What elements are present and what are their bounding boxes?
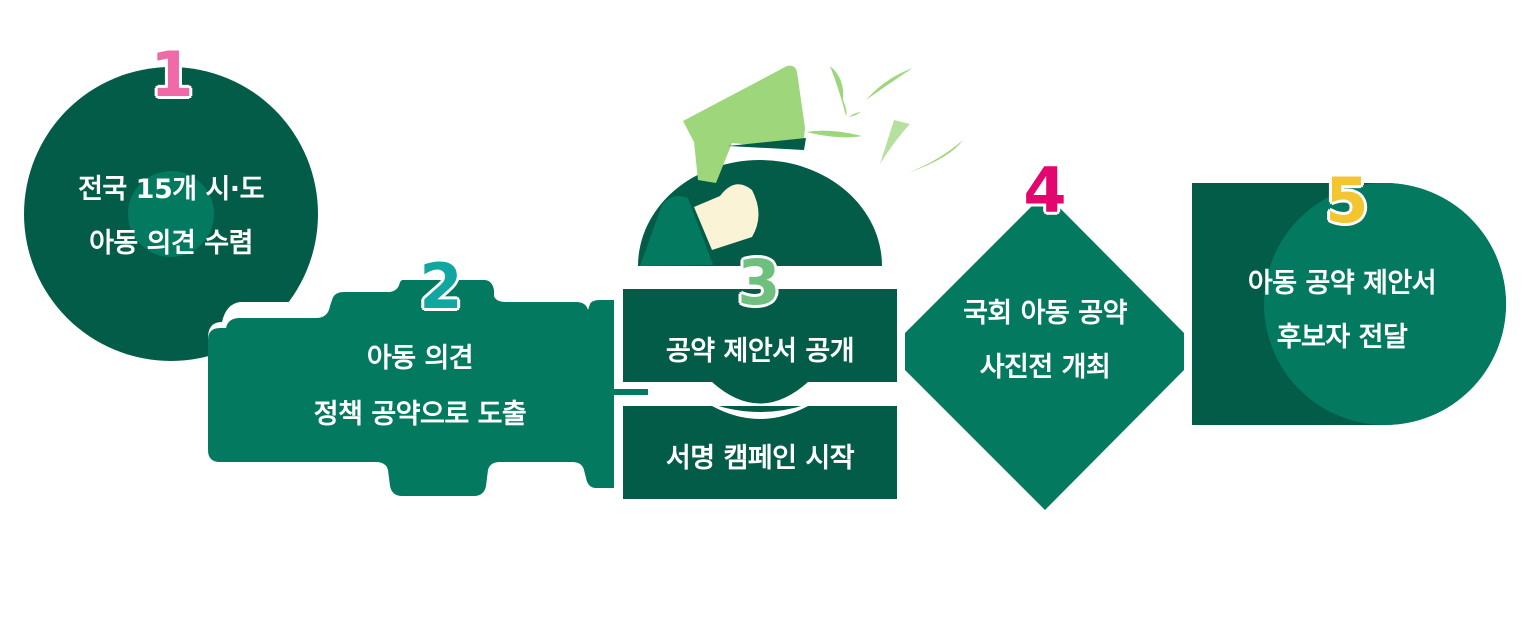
step-2-number: 2 xyxy=(419,250,463,323)
step-5-line-2: 후보자 전달 xyxy=(1276,322,1408,353)
step-5-line-1: 아동 공약 제안서 xyxy=(1247,268,1437,299)
step-3-shape xyxy=(623,289,897,499)
step-4-line-1: 국회 아동 공약 xyxy=(963,298,1127,329)
step-2-line-2: 정책 공약으로 도출 xyxy=(313,399,527,430)
step-4-shape xyxy=(905,193,1184,510)
step-5-shape xyxy=(1192,183,1506,425)
step-1-shape xyxy=(24,67,318,361)
step-2-line-1: 아동 의견 xyxy=(366,343,474,374)
step-4-line-2: 사진전 개최 xyxy=(979,352,1111,383)
megaphone-icon xyxy=(638,65,963,266)
step-1-line-2: 아동 의견 수렴 xyxy=(89,228,253,259)
step-1-line-1: 전국 15개 시·도 xyxy=(78,174,264,205)
step-2-shape xyxy=(208,250,648,502)
step-3-line-2: 서명 캠페인 시작 xyxy=(665,443,855,474)
step-1-number: 1 xyxy=(150,38,194,111)
step-5-number: 5 xyxy=(1325,164,1369,237)
step-3-line-1: 공약 제안서 공개 xyxy=(665,336,855,367)
step-4-number: 4 xyxy=(1023,154,1067,227)
step-3-number: 3 xyxy=(737,246,781,319)
